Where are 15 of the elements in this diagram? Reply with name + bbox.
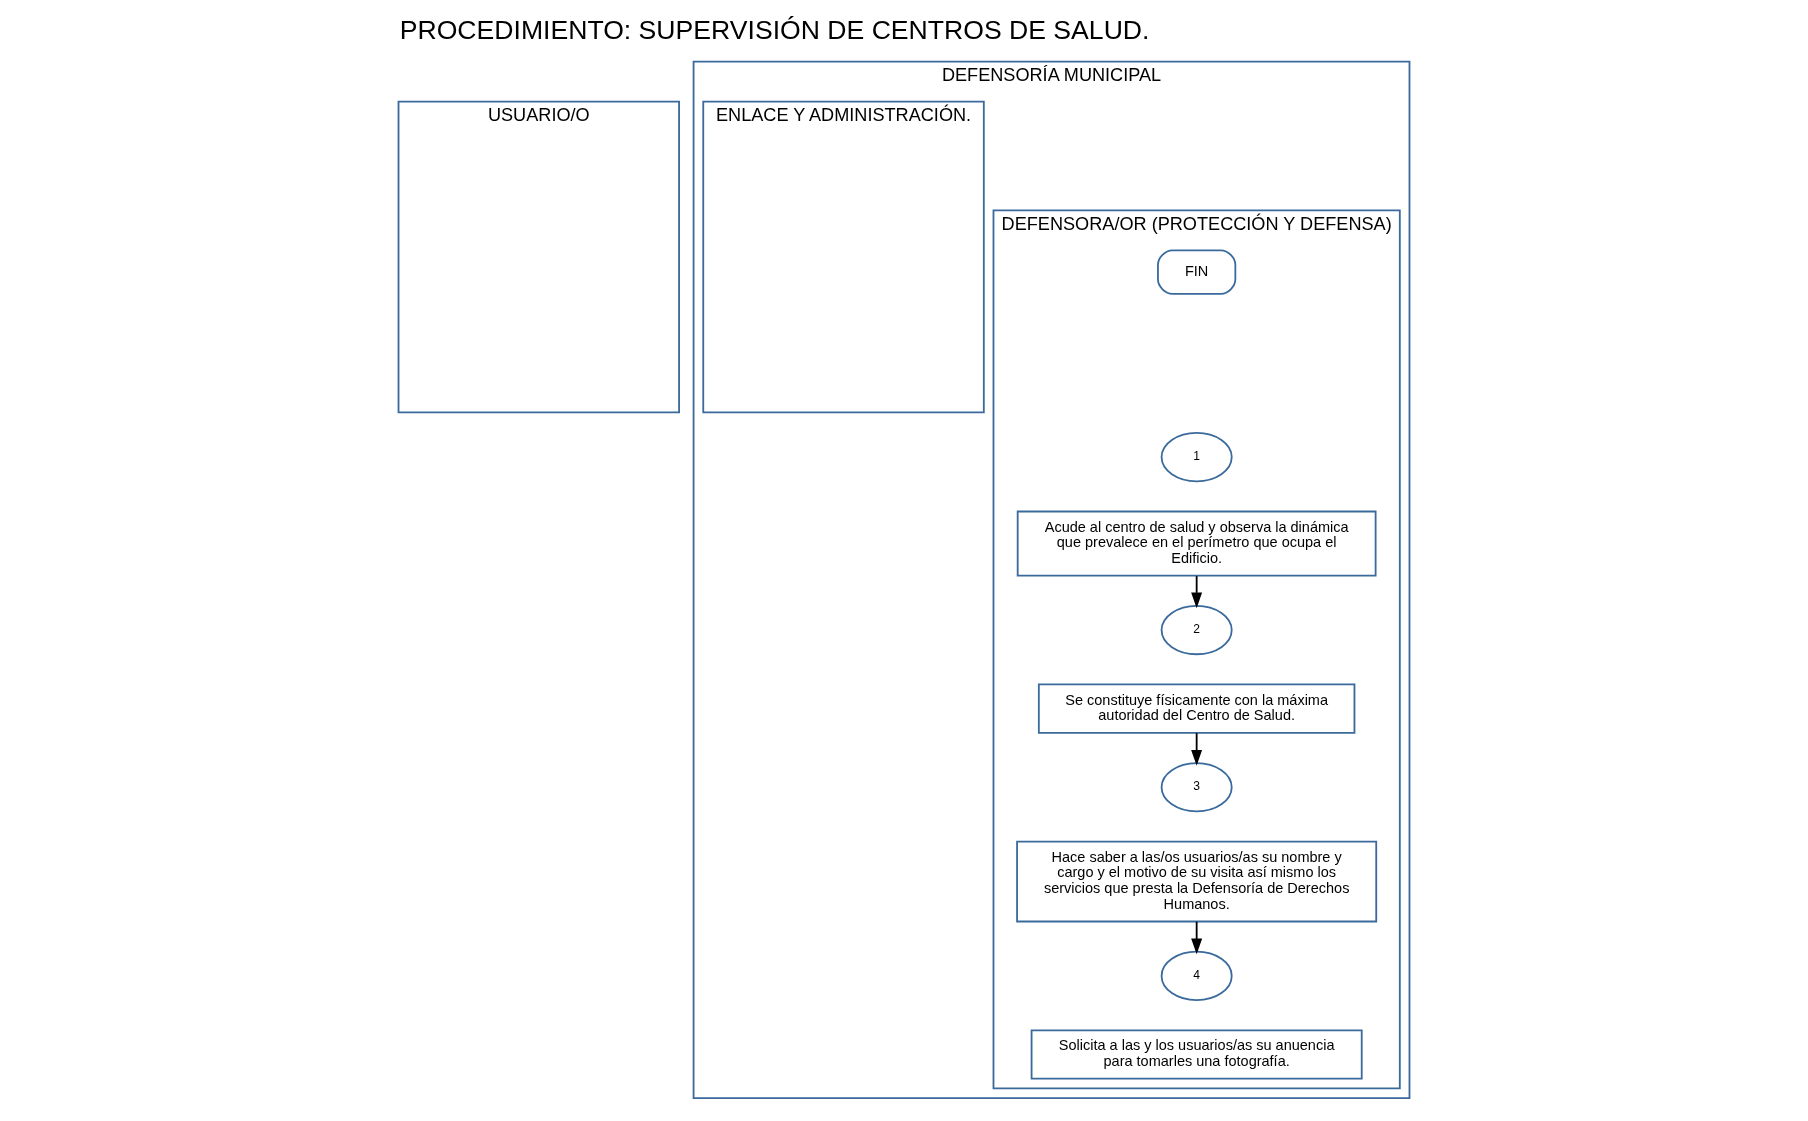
node-box: Hace saber a las/os usuarios/as su nombre y cargo y el motivo de su visita así mismo los servicios que presta la Defensoría de Derechos Humanos. [1016,840,1378,923]
node-ellipse: 4 [1160,950,1233,1001]
node-box: ENLACE Y ADMINISTRACIÓN. [702,100,985,414]
node-box: Solicita a las y los usuarios/as su anuencia para tomarles una fotografía. [1030,1029,1363,1080]
node-ellipse: 3 [1160,762,1233,813]
arrow [1191,920,1203,955]
node-box: USUARIO/O [397,100,680,414]
node-box: FIN [1157,249,1237,295]
diagram-title: PROCEDIMIENTO: SUPERVISIÓN DE CENTROS DE SALUD. [399,15,1150,46]
arrow [1191,732,1203,766]
node-box: Acude al centro de salud y observa la dinámica que prevalece en el perímetro que ocupa el Edificio. [1016,510,1377,577]
arrow [1191,575,1203,609]
node-ellipse: 1 [1160,432,1233,483]
node-box: Se constituye físicamente con la máxima autoridad del Centro de Salud. [1037,683,1356,734]
node-ellipse: 2 [1160,604,1233,656]
